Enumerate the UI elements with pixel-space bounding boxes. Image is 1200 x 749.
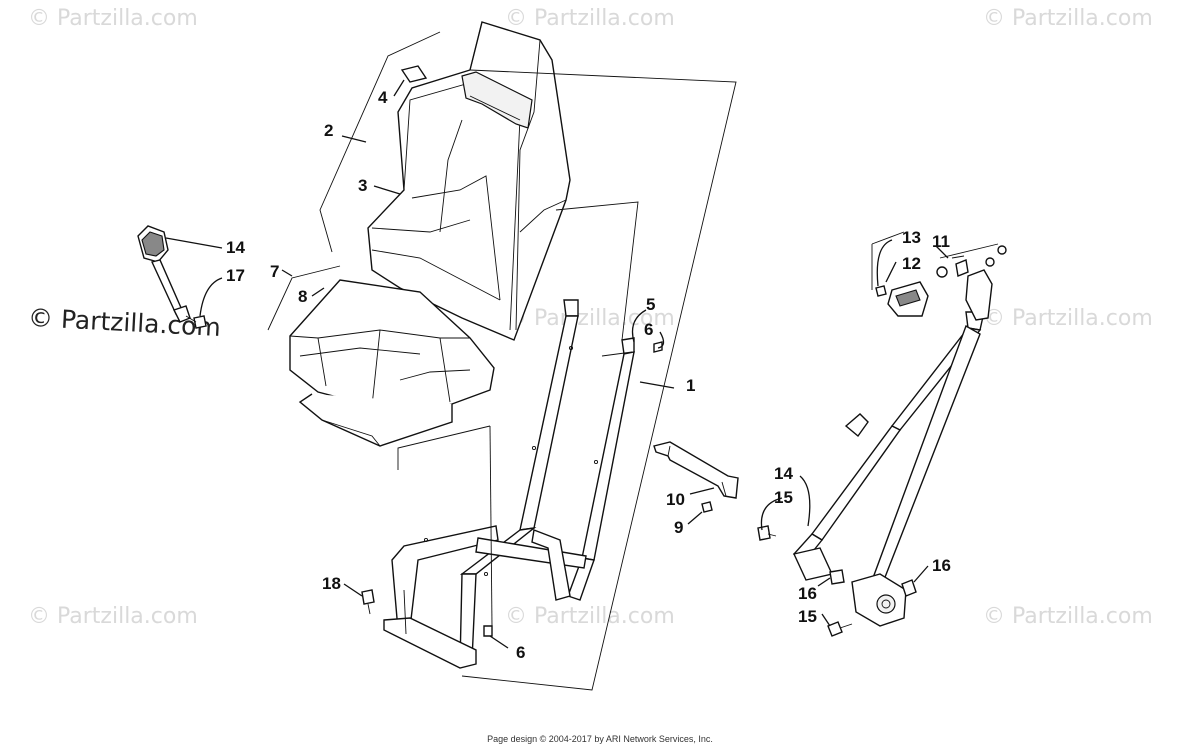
callout-15: 15 bbox=[798, 607, 817, 626]
watermark: © Partzilla.com bbox=[505, 306, 675, 331]
seat-cushion bbox=[289, 279, 495, 447]
bracket bbox=[653, 441, 739, 499]
callout-18: 18 bbox=[322, 574, 341, 593]
seat-frame bbox=[383, 299, 635, 669]
callout-17: 17 bbox=[226, 266, 245, 285]
watermark: © Partzilla.com bbox=[28, 6, 198, 31]
callout-3: 3 bbox=[358, 176, 368, 195]
callout-4: 4 bbox=[378, 88, 388, 107]
hardware bbox=[361, 65, 917, 637]
watermark: © Partzilla.com bbox=[983, 604, 1153, 629]
watermark: © Partzilla.com bbox=[505, 604, 675, 629]
callout-7: 7 bbox=[270, 262, 280, 281]
callout-6: 6 bbox=[644, 320, 654, 339]
callout-16: 16 bbox=[932, 556, 951, 575]
callout-15: 15 bbox=[774, 488, 793, 507]
watermark: © Partzilla.com bbox=[28, 604, 198, 629]
callout-2: 2 bbox=[324, 121, 334, 140]
footer-copyright: Page design © 2004-2017 by ARI Network S… bbox=[487, 734, 713, 744]
seat-back bbox=[367, 21, 571, 341]
callout-9: 9 bbox=[674, 518, 684, 537]
callout-16: 16 bbox=[798, 584, 817, 603]
callout-10: 10 bbox=[666, 490, 685, 509]
watermark: © Partzilla.com bbox=[983, 6, 1153, 31]
callout-14: 14 bbox=[774, 464, 793, 483]
callout-8: 8 bbox=[298, 287, 308, 306]
callout-12: 12 bbox=[902, 254, 921, 273]
watermark: © Partzilla.com bbox=[983, 306, 1153, 331]
callout-11: 11 bbox=[932, 232, 950, 251]
watermark: © Partzilla.com bbox=[505, 6, 675, 31]
callout-14: 14 bbox=[226, 238, 245, 257]
callout-13: 13 bbox=[902, 228, 921, 247]
leader-lines bbox=[165, 79, 949, 649]
right-seatbelt bbox=[792, 245, 1007, 627]
left-buckle bbox=[137, 225, 207, 329]
callout-5: 5 bbox=[646, 295, 656, 314]
callout-6: 6 bbox=[516, 643, 526, 662]
callout-1: 1 bbox=[686, 376, 696, 395]
